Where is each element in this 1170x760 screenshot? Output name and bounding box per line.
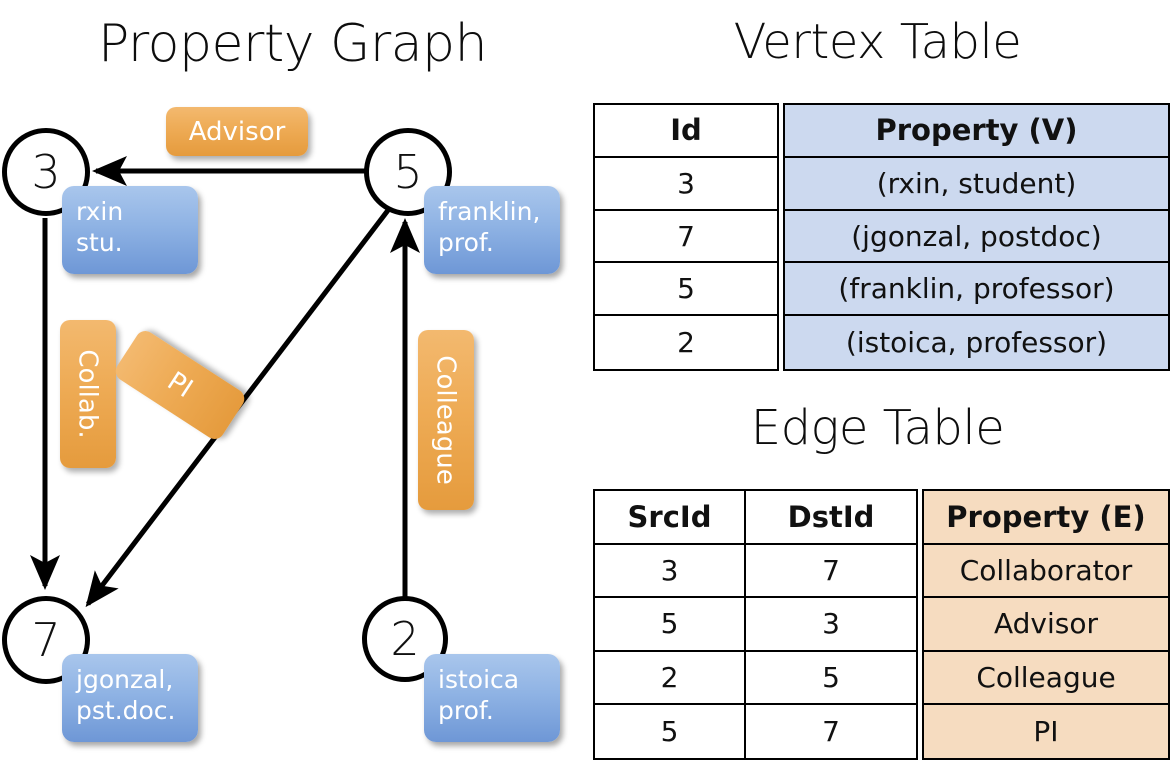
vertex-table-property-column: Property (V) (rxin, student) (jgonzal, p…: [783, 103, 1170, 371]
edge-table-row-3-dst: 7: [746, 704, 916, 758]
callout-3-line-2: stu.: [76, 228, 123, 258]
node-property-callout-7: jgonzal, pst.doc.: [62, 654, 198, 742]
vertex-table-id-column: Id 3 7 5 2: [593, 103, 779, 371]
callout-2-line-2: prof.: [438, 696, 494, 726]
vertex-table-row-0-property: (rxin, student): [785, 157, 1168, 211]
vertex-table-row-2-id: 5: [595, 263, 777, 317]
callout-5-line-2: prof.: [438, 228, 494, 258]
graph-node-2[interactable]: 2: [362, 596, 448, 682]
edge-table-row-1-src: 5: [595, 598, 744, 652]
edge-label-advisor: Advisor: [166, 107, 308, 156]
vertex-table-row-3-id: 2: [595, 316, 777, 370]
page-title-property-graph: Property Graph: [97, 14, 488, 74]
edge-table-row-1-property: Advisor: [924, 598, 1168, 652]
edge-label-advisor-text: Advisor: [188, 116, 286, 147]
node-property-callout-5: franklin, prof.: [424, 186, 560, 274]
property-graph-diagram: 3 5 7 2 rxin stu. franklin, prof. jgonza…: [2, 107, 560, 742]
edge-table: SrcId 3 5 2 5 DstId 7 3 5 7 Property (E)…: [593, 489, 1170, 760]
vertex-table-row-3-property: (istoica, professor): [785, 316, 1168, 370]
graph-node-5-label: 5: [393, 145, 423, 199]
callout-3-line-1: rxin: [76, 197, 124, 226]
vertex-table-row-0-id: 3: [595, 157, 777, 211]
edge-label-collab-text: Collab.: [73, 349, 103, 439]
graph-node-5[interactable]: 5: [364, 128, 452, 216]
edge-table-row-3-property: PI: [924, 704, 1168, 758]
edge-label-colleague: Colleague: [418, 330, 474, 510]
edge-table-header-srcid: SrcId: [595, 491, 744, 546]
edge-table-property-column: Property (E) Collaborator Advisor Collea…: [922, 489, 1170, 760]
edge-table-header-property: Property (E): [924, 491, 1168, 546]
vertex-table-row-2-property: (franklin, professor): [785, 263, 1168, 317]
callout-7-line-1: jgonzal,: [76, 665, 174, 694]
edge-table-srcid-column: SrcId 3 5 2 5: [593, 489, 746, 760]
edge-label-colleague-text: Colleague: [431, 355, 462, 485]
page-title-vertex-table: Vertex Table: [733, 14, 1022, 70]
page-title-edge-table: Edge Table: [750, 400, 1005, 456]
edge-table-row-3-src: 5: [595, 704, 744, 758]
edge-table-row-1-dst: 3: [746, 598, 916, 652]
edge-table-row-2-dst: 5: [746, 651, 916, 705]
edge-label-pi-text: PI: [162, 366, 198, 404]
vertex-table: Id 3 7 5 2 Property (V) (rxin, student) …: [593, 103, 1170, 371]
edge-label-collab: Collab.: [60, 320, 116, 468]
graph-node-3-label: 3: [31, 145, 61, 199]
vertex-table-header-id: Id: [595, 105, 777, 158]
edge-table-header-dstid: DstId: [746, 491, 916, 546]
node-property-callout-2: istoica prof.: [424, 654, 560, 742]
edge-table-row-0-property: Collaborator: [924, 545, 1168, 599]
graph-node-2-label: 2: [390, 612, 420, 666]
node-property-callout-3: rxin stu.: [62, 186, 198, 274]
callout-5-line-1: franklin,: [438, 197, 541, 226]
callout-2-line-1: istoica: [438, 665, 520, 694]
vertex-table-row-1-property: (jgonzal, postdoc): [785, 210, 1168, 264]
vertex-table-row-1-id: 7: [595, 210, 777, 264]
edge-table-row-2-property: Colleague: [924, 651, 1168, 705]
callout-7-line-2: pst.doc.: [76, 696, 176, 726]
graph-node-7-label: 7: [31, 613, 61, 667]
edge-table-dstid-column: DstId 7 3 5 7: [746, 489, 918, 760]
edge-table-row-0-dst: 7: [746, 545, 916, 599]
edge-table-row-0-src: 3: [595, 545, 744, 599]
edge-table-row-2-src: 2: [595, 651, 744, 705]
vertex-table-header-property: Property (V): [785, 105, 1168, 158]
